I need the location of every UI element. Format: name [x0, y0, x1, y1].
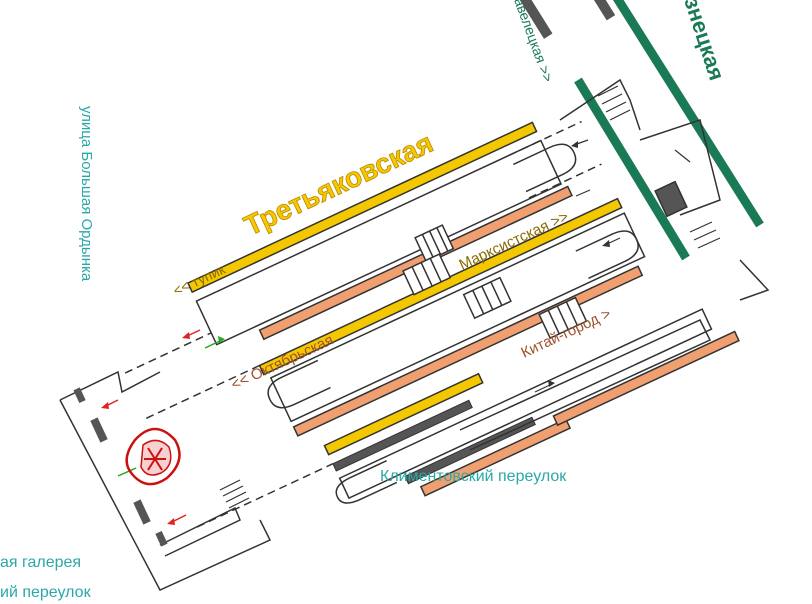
- station-right-partial: знецкая: [679, 0, 729, 83]
- staircase-group: [402, 224, 588, 340]
- street-bottom-left-2: ий переулок: [0, 584, 92, 601]
- closed-entrance-icon: [125, 427, 181, 486]
- left-vestibule: [59, 370, 272, 591]
- direction-arrows: [101, 139, 691, 525]
- platform-lines: [124, 120, 740, 528]
- green-line-tracks: [517, 0, 780, 261]
- street-bottom-left-1: ая галерея: [0, 554, 81, 571]
- label-oktyabrskaya: << Октябрьская: [229, 331, 337, 393]
- street-left-vertical: улица Большая Ордынка: [78, 106, 95, 282]
- right-vestibule: [459, 78, 770, 451]
- street-bottom-right: Климентовский переулок: [380, 468, 567, 485]
